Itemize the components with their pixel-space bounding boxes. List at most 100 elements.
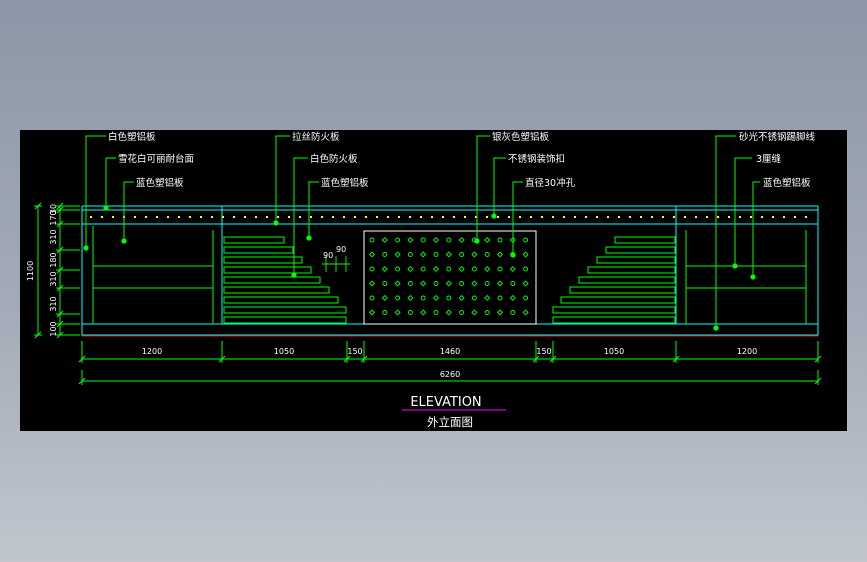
- band-dot: [519, 216, 521, 218]
- hdim-tick: [78, 355, 86, 363]
- band-dot: [101, 216, 103, 218]
- vdim-170: 170: [49, 210, 58, 225]
- left-stepped-fireproof-strips: [223, 236, 347, 324]
- leader-gap-3: [734, 157, 752, 266]
- band-dot: [189, 216, 191, 218]
- band-dot: [244, 216, 246, 218]
- leader-dot: [291, 272, 297, 278]
- label-blue-al-panel-left: 蓝色塑铝板: [136, 177, 184, 189]
- hdim-total: 6260: [440, 370, 460, 379]
- punch-hole-diamond: [496, 309, 504, 316]
- leader-dot: [510, 252, 516, 258]
- punch-hole: [395, 266, 401, 272]
- band-dot: [299, 216, 301, 218]
- band-dot: [442, 216, 444, 218]
- punch-hole: [395, 295, 401, 301]
- leader-dot: [306, 235, 312, 241]
- band-dot: [772, 216, 774, 218]
- punch-hole: [382, 310, 388, 315]
- fireproof-strip: [223, 296, 339, 304]
- fireproof-strip: [596, 256, 676, 264]
- band-dot: [728, 216, 730, 218]
- punch-hole-diamond: [432, 265, 440, 273]
- punch-hole: [395, 237, 401, 243]
- leader-dot: [491, 213, 497, 219]
- vdim-310-c: 310: [49, 296, 58, 311]
- leader-dot: [103, 205, 109, 211]
- band-dot: [717, 216, 719, 218]
- punch-hole-diamond: [522, 280, 529, 287]
- fireproof-strip: [223, 316, 347, 324]
- band-dot: [222, 216, 224, 218]
- band-dot: [464, 216, 466, 218]
- band-dot: [134, 216, 136, 218]
- fireproof-strip: [223, 306, 347, 314]
- punch-hole: [523, 237, 529, 243]
- punch-hole-diamond: [381, 265, 388, 273]
- label-gap-3: 3厘缝: [756, 153, 782, 165]
- leader-blue-al-right: [752, 181, 760, 277]
- hdim-tick: [343, 355, 351, 363]
- punch-hole-diamond: [407, 236, 414, 244]
- band-dot: [607, 216, 609, 218]
- band-dot: [431, 216, 433, 218]
- band-dot: [277, 216, 279, 218]
- vdim-310-b: 310: [49, 271, 58, 286]
- band-dot: [332, 216, 334, 218]
- fireproof-strip: [223, 256, 303, 264]
- central-panel-frame: [363, 230, 537, 325]
- band-dot: [90, 216, 92, 218]
- leader-lines: [85, 135, 760, 328]
- fireproof-strip: [223, 286, 330, 294]
- band-dot: [805, 216, 807, 218]
- punch-hole: [407, 310, 413, 315]
- punch-hole-diamond: [509, 265, 516, 273]
- punch-hole: [420, 237, 426, 243]
- punch-hole: [459, 281, 465, 286]
- punch-hole: [420, 266, 426, 272]
- fireproof-strip: [578, 276, 676, 284]
- punch-hole: [433, 310, 439, 315]
- hdim-tick: [549, 355, 557, 363]
- band-dot: [618, 216, 620, 218]
- hdim-tick: [218, 355, 226, 363]
- punch-hole-diamond: [471, 280, 478, 287]
- leader-dot: [750, 274, 756, 280]
- band-dot: [486, 216, 488, 218]
- band-dot: [651, 216, 653, 218]
- punch-hole-diamond: [407, 265, 414, 273]
- leader-silver-al-panel: [476, 135, 490, 241]
- band-dot: [497, 216, 499, 218]
- elevation-drawing: 白色塑铝板 雪花白可丽耐台面 蓝色塑铝板 拉丝防火板 白色防火板 蓝色塑铝板 银…: [26, 131, 822, 429]
- band-dot: [695, 216, 697, 218]
- band-dot: [398, 216, 400, 218]
- punch-hole-diamond: [381, 294, 388, 302]
- label-blue-al-panel-right: 蓝色塑铝板: [763, 177, 811, 189]
- vdim-tick: [56, 206, 64, 214]
- band-dot: [266, 216, 268, 218]
- punch-hole: [510, 281, 516, 286]
- punch-hole-diamond: [471, 251, 478, 258]
- band-dot: [200, 216, 202, 218]
- band-dot: [541, 216, 543, 218]
- fireproof-strip: [223, 246, 294, 254]
- punch-hole-diamond: [458, 294, 465, 302]
- cad-drawing-canvas[interactable]: 白色塑铝板 雪花白可丽耐台面 蓝色塑铝板 拉丝防火板 白色防火板 蓝色塑铝板 银…: [20, 130, 847, 431]
- vdim-total: 1100: [26, 261, 35, 281]
- label-satin-steel-strip: 砂光不锈钢踢脚线: [739, 131, 816, 143]
- label-stainless-trim: 不锈钢装饰扣: [508, 153, 565, 165]
- band-dot: [145, 216, 147, 218]
- punch-hole: [484, 281, 490, 286]
- leader-dot: [273, 220, 279, 226]
- leader-punch-holes: [512, 181, 523, 255]
- hdim-150-right: 150: [536, 347, 551, 356]
- band-dot: [596, 216, 598, 218]
- hdim-tick: [814, 355, 822, 363]
- punch-hole: [510, 310, 516, 315]
- punch-hole: [459, 252, 465, 257]
- punch-hole-diamond: [445, 251, 452, 258]
- hdim-1460: 1460: [440, 347, 460, 356]
- band-dot: [156, 216, 158, 218]
- band-dot: [178, 216, 180, 218]
- hdim-1050-right: 1050: [604, 347, 624, 356]
